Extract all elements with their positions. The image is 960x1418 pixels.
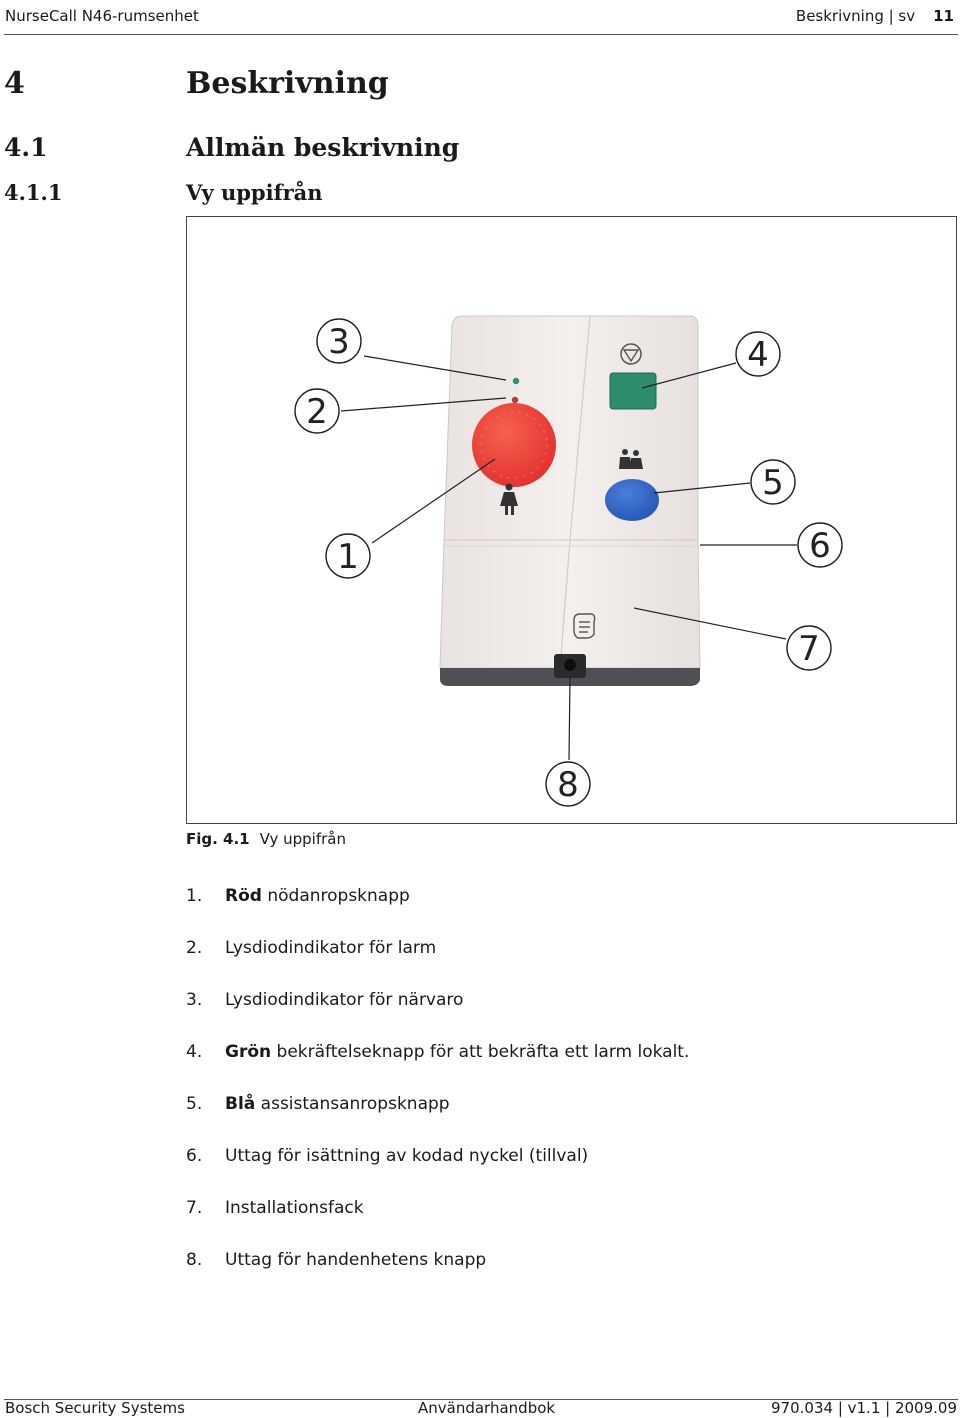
- header-doc-title: NurseCall N46-rumsenhet: [5, 7, 199, 25]
- device-housing: [439, 315, 701, 686]
- footer-company: Bosch Security Systems: [5, 1399, 185, 1417]
- presence-led: [512, 377, 520, 385]
- list-item: 8.Uttag för handenhetens knapp: [186, 1250, 487, 1270]
- list-item: 4.Grön bekräftelseknapp för att bekräfta…: [186, 1042, 690, 1062]
- two-persons-icon: [619, 449, 643, 469]
- figure-caption-text: Vy uppifrån: [259, 830, 346, 848]
- green-acknowledge-button: [609, 372, 657, 410]
- figure-caption: Fig. 4.1 Vy uppifrån: [186, 830, 346, 848]
- heading-2-title: Allmän beskrivning: [186, 133, 460, 162]
- callouts: 1 2 3 4 5 6 7 8: [294, 318, 843, 807]
- list-item: 2.Lysdiodindikator för larm: [186, 938, 437, 958]
- callout-6: 6: [809, 526, 831, 566]
- blue-assistance-button: [605, 479, 659, 521]
- callout-4: 4: [747, 335, 769, 375]
- heading-2-number: 4.1: [4, 133, 48, 162]
- header-rule: [4, 34, 958, 35]
- callout-7: 7: [798, 629, 820, 669]
- leader-lines: [340, 355, 797, 761]
- hand-key-icon: [573, 613, 596, 639]
- list-item: 3.Lysdiodindikator för närvaro: [186, 990, 464, 1010]
- header-right: Beskrivning | sv 11: [796, 7, 954, 25]
- callout-5: 5: [762, 463, 784, 503]
- list-item: 6.Uttag för isättning av kodad nyckel (t…: [186, 1146, 589, 1166]
- heading-1-title: Beskrivning: [186, 66, 389, 101]
- footer-version: 970.034 | v1.1 | 2009.09: [771, 1399, 957, 1417]
- footer-rule: [4, 1399, 958, 1400]
- list-item: 7.Installationsfack: [186, 1198, 364, 1218]
- figure-frame: 1 2 3 4 5 6 7 8: [186, 216, 957, 824]
- callout-1: 1: [337, 537, 359, 577]
- header-section: Beskrivning | sv: [795, 7, 916, 25]
- heading-1-number: 4: [4, 66, 25, 101]
- footer-doc-type: Användarhandbok: [418, 1399, 556, 1417]
- alarm-led: [511, 396, 519, 404]
- alarm-triangle-circle-icon: [620, 343, 642, 365]
- callout-3: 3: [328, 322, 350, 362]
- list-item: 5.Blå assistansanropsknapp: [186, 1094, 450, 1114]
- device-illustration: 1 2 3 4 5 6 7 8: [294, 315, 843, 807]
- heading-3-title: Vy uppifrån: [186, 180, 323, 205]
- page-number: 11: [933, 7, 954, 25]
- callout-2: 2: [306, 392, 328, 432]
- callout-8: 8: [557, 765, 579, 805]
- list-item: 1.Röd nödanropsknapp: [186, 886, 410, 906]
- nurse-icon: [500, 483, 518, 515]
- figure-label: Fig. 4.1: [186, 830, 250, 848]
- heading-3-number: 4.1.1: [4, 180, 63, 205]
- red-emergency-button: [472, 403, 556, 487]
